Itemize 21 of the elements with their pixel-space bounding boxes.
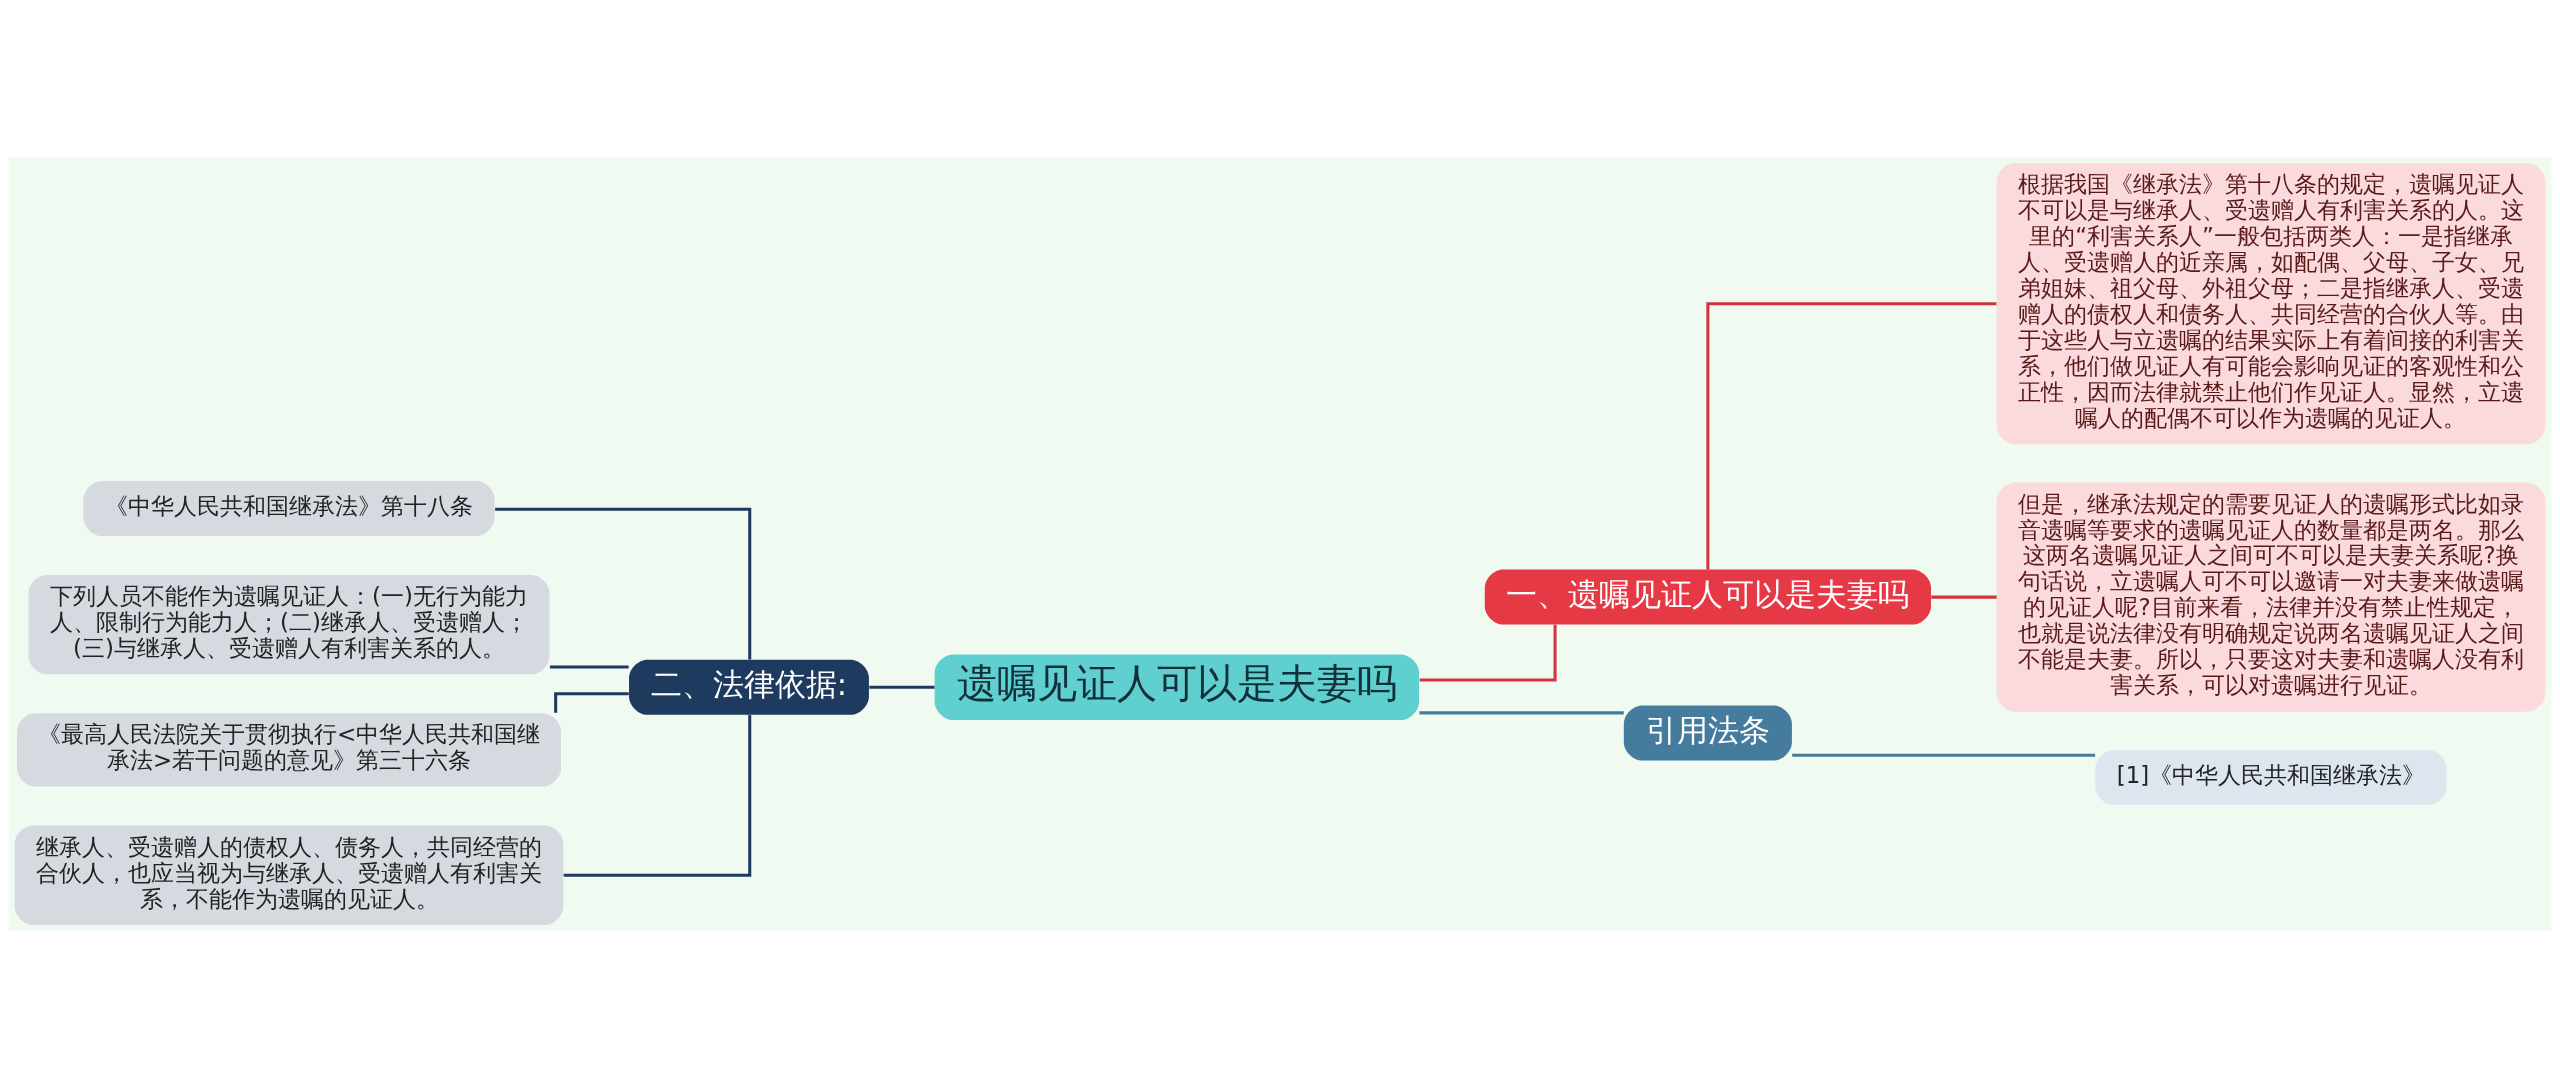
node-box: 二、法律依据: <box>629 659 869 715</box>
node-box: 引用法条 <box>1623 705 1792 761</box>
node-box: 《中华人民共和国继承法》第十八条 <box>83 480 495 536</box>
connector <box>1419 624 1557 682</box>
node-box: 下列人员不能作为遗嘱见证人：(一)无行为能力人、限制行为能力人；(二)继承人、受遗赠人；(三)与继承人、受遗赠人有利害关系的人。 <box>28 574 550 674</box>
connector <box>563 714 752 877</box>
connector <box>1419 710 1624 714</box>
connector <box>554 691 629 713</box>
connector <box>495 507 752 659</box>
connector <box>1792 753 2096 757</box>
node-box: 一、遗嘱见证人可以是夫妻吗 <box>1484 569 1931 625</box>
connector <box>869 685 935 689</box>
node-box: 但是，继承法规定的需要见证人的遗嘱形式比如录音遗嘱等要求的遗嘱见证人的数量都是两名。那么这两名遗嘱见证人之间可不可以是夫妻关系呢?换句话说，立遗嘱人可不可以邀请一对夫妻来做遗嘱的见证人呢?目前来看，法律并没有禁止性规定，也就是说法律没有明确规定说两名遗嘱见证人之间不能是夫妻。所以，只要这对夫妻和遗嘱人没有利害关系，可以对遗嘱进行见证。 <box>1996 482 2546 712</box>
node-box: 根据我国《继承法》第十八条的规定，遗嘱见证人不可以是与继承人、受遗赠人有利害关系的人。这里的“利害关系人”一般包括两类人：一是指继承人、受遗赠人的近亲属，如配偶、父母、子女、兄弟姐妹、祖父母、外祖父母；二是指继承人、受遗赠人的债权人和债务人、共同经营的合伙人等。由于这些人与立遗嘱的结果实际上有着间接的利害关系，他们做见证人有可能会影响见证的客观性和公正性，因而法律就禁止他们作见证人。显然，立遗嘱人的配偶不可以作为遗嘱的见证人。 <box>1996 162 2546 444</box>
connector <box>1706 301 1997 569</box>
node-box: 继承人、受遗赠人的债权人、债务人，共同经营的合伙人，也应当视为与继承人、受遗赠人有利害关系，不能作为遗嘱的见证人。 <box>14 825 564 925</box>
node-box: 遗嘱见证人可以是夫妻吗 <box>934 653 1420 720</box>
connector <box>1931 595 1997 599</box>
connector <box>549 665 629 669</box>
node-box: [1]《中华人民共和国继承法》 <box>2095 749 2447 805</box>
node-box: 《最高人民法院关于贯彻执行<中华人民共和国继承法>若干问题的意见》第三十六条 <box>17 712 561 787</box>
